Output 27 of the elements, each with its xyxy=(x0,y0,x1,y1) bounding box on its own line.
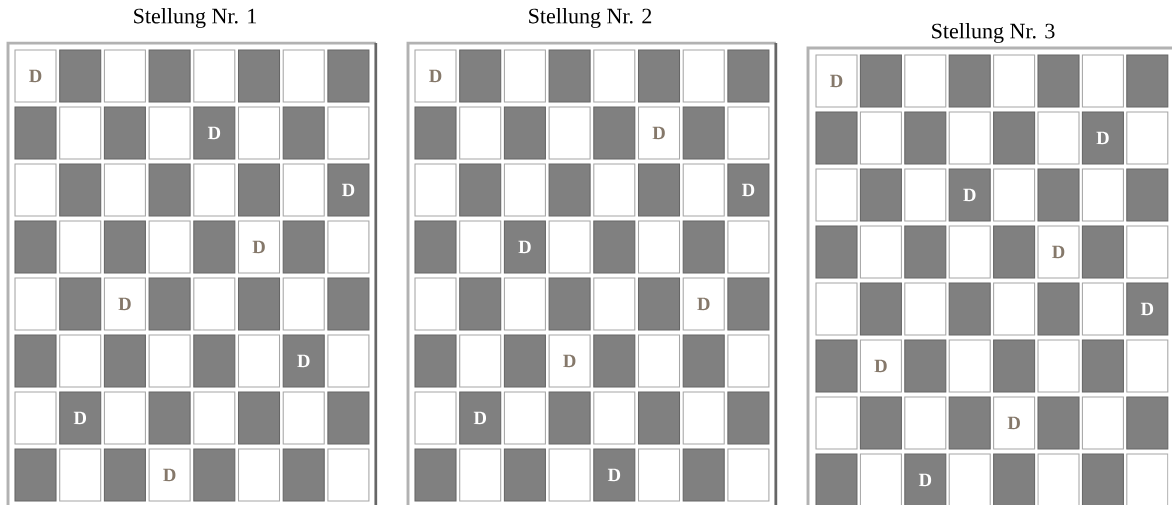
board-title: Stellung Nr. 1 xyxy=(134,8,257,28)
queen-letter: D xyxy=(1052,245,1065,259)
queen-letter: D xyxy=(963,188,976,202)
queen-letter: D xyxy=(342,183,355,197)
queen-letter: D xyxy=(697,297,710,311)
queen-letter: D xyxy=(73,411,87,425)
queen-letter: D xyxy=(1140,302,1154,316)
queen-letter: D xyxy=(1096,131,1109,145)
queen-letter: D xyxy=(742,183,755,197)
queen-letter: D xyxy=(429,69,442,83)
queen-letter: D xyxy=(1007,416,1020,430)
queen-letter: D xyxy=(297,354,310,368)
queen-letter: D xyxy=(830,74,843,88)
queen-letter: D xyxy=(918,473,932,487)
queen-letter: D xyxy=(874,359,887,373)
queen-letter: D xyxy=(563,354,576,368)
queen-letter: D xyxy=(252,240,265,254)
board-title: Stellung Nr. 3 xyxy=(932,23,1055,43)
queen-letter: D xyxy=(29,69,42,83)
queen-letter: D xyxy=(518,240,531,254)
queen-letter: D xyxy=(118,297,131,311)
queen-letter: D xyxy=(163,468,176,482)
queen-letter: D xyxy=(607,468,621,482)
queen-letter: D xyxy=(207,126,221,140)
queen-letter: D xyxy=(473,411,487,425)
board-title: Stellung Nr. 2 xyxy=(529,8,652,28)
queen-letter: D xyxy=(652,126,665,140)
